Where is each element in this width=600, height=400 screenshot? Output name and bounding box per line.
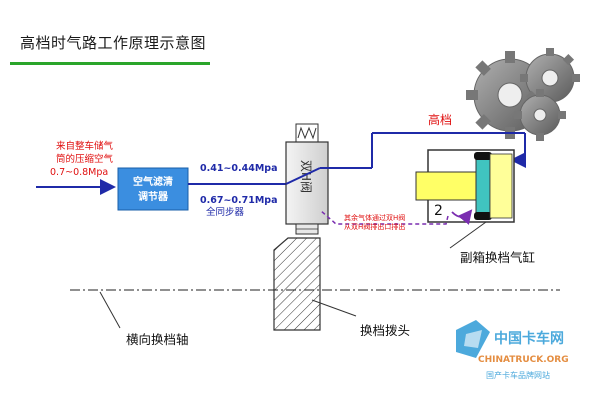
chinatruck-logo: 中国卡车网 CHINATRUCK.ORG 国产卡车品牌网站	[456, 320, 569, 380]
source-label-line1: 来自整车储气	[56, 140, 114, 152]
cylinder-number: 2	[434, 203, 443, 219]
shaft-label: 横向换档轴	[126, 332, 189, 347]
title-underline	[10, 62, 210, 65]
pressure-high: 0.41~0.44Mpa	[200, 163, 278, 174]
exhaust-arrow	[451, 209, 473, 225]
filter-label-line2: 调节器	[138, 190, 169, 203]
fork-label: 换档拨头	[360, 323, 410, 338]
fork-leader-line	[311, 299, 357, 317]
exhaust-label-line1: 其余气体通过双H阀	[344, 213, 405, 222]
pressure-low: 0.67~0.71Mpa	[200, 195, 278, 206]
exhaust-line	[319, 209, 449, 225]
source-label-line2: 筒的压缩空气	[56, 153, 114, 165]
air-filter-regulator-box	[117, 167, 189, 211]
gears-icon	[466, 48, 580, 141]
diagram-title: 高档时气路工作原理示意图	[20, 34, 207, 52]
double-h-valve: 双H阀	[285, 123, 329, 235]
exhaust-label-line2: 从双H阀排出口排出	[344, 222, 405, 231]
synchronizer-label: 全同步器	[206, 206, 245, 218]
shaft-leader-line	[99, 291, 121, 329]
cylinder-leader-line	[449, 221, 487, 249]
shift-fork	[273, 237, 321, 331]
watermark-tagline: 国产卡车品牌网站	[486, 370, 550, 380]
range-shift-cylinder: 2	[415, 149, 515, 223]
high-gear-label: 高档	[428, 112, 452, 127]
watermark-brand: 中国卡车网	[494, 330, 564, 347]
watermark-url: CHINATRUCK.ORG	[478, 355, 569, 365]
valve-internal-path	[285, 167, 321, 185]
cylinder-label: 副箱换档气缸	[460, 250, 535, 265]
filter-label-line1: 空气滤清	[133, 175, 173, 188]
source-pressure: 0.7~0.8Mpa	[50, 167, 108, 178]
valve-label: 双H阀	[299, 160, 313, 193]
